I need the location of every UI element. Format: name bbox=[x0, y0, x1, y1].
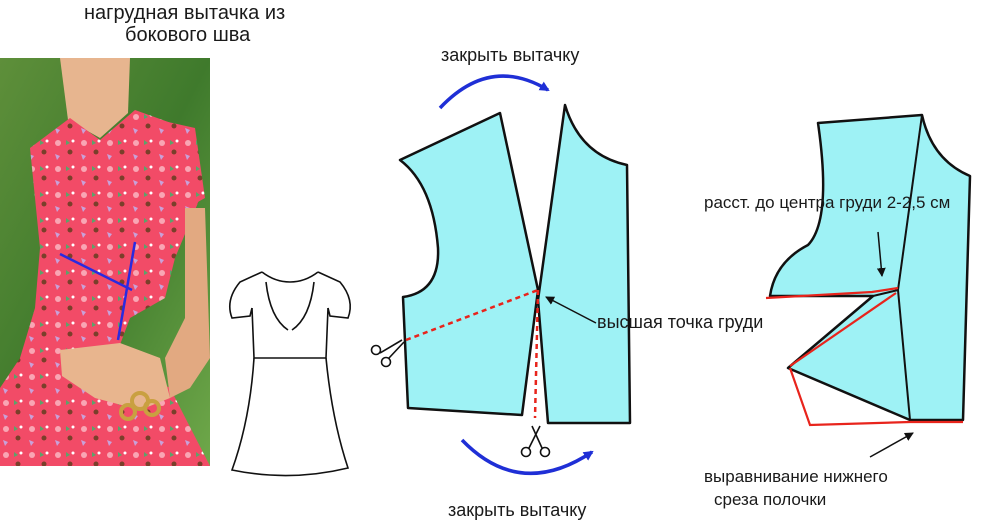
bust-point-label: высшая точка груди bbox=[597, 312, 764, 332]
bodice-right-piece bbox=[536, 103, 632, 425]
hem-pointer bbox=[869, 432, 914, 458]
hem-label-line-2: среза полочки bbox=[714, 490, 827, 509]
dress-photo-illustration bbox=[0, 58, 210, 466]
bust-distance-pointer bbox=[876, 231, 886, 277]
hem-label-line-1: выравнивание нижнего bbox=[704, 467, 888, 486]
scissors-icon bbox=[370, 339, 405, 368]
close-dart-label-bottom: закрыть вытачку bbox=[448, 500, 587, 520]
front-bodice-adjusted bbox=[768, 113, 972, 422]
close-dart-label-top: закрыть вытачку bbox=[441, 45, 580, 65]
curved-arrow-icon bbox=[438, 74, 550, 110]
title-line-1: нагрудная вытачка из bbox=[84, 2, 286, 24]
bust-point-pointer bbox=[545, 296, 597, 324]
curved-arrow-icon bbox=[460, 438, 594, 476]
cut-lines bbox=[405, 288, 540, 419]
dart-seam-lines bbox=[872, 114, 923, 421]
dress-sketch-icon bbox=[229, 271, 351, 477]
title-line-2: бокового шва bbox=[125, 24, 251, 46]
scissors-icon bbox=[520, 425, 551, 458]
bodice-left-piece bbox=[398, 111, 540, 417]
red-outline bbox=[765, 286, 963, 427]
dress-photo bbox=[0, 58, 210, 466]
bust-distance-label: расст. до центра груди 2-2,5 см bbox=[704, 193, 951, 212]
